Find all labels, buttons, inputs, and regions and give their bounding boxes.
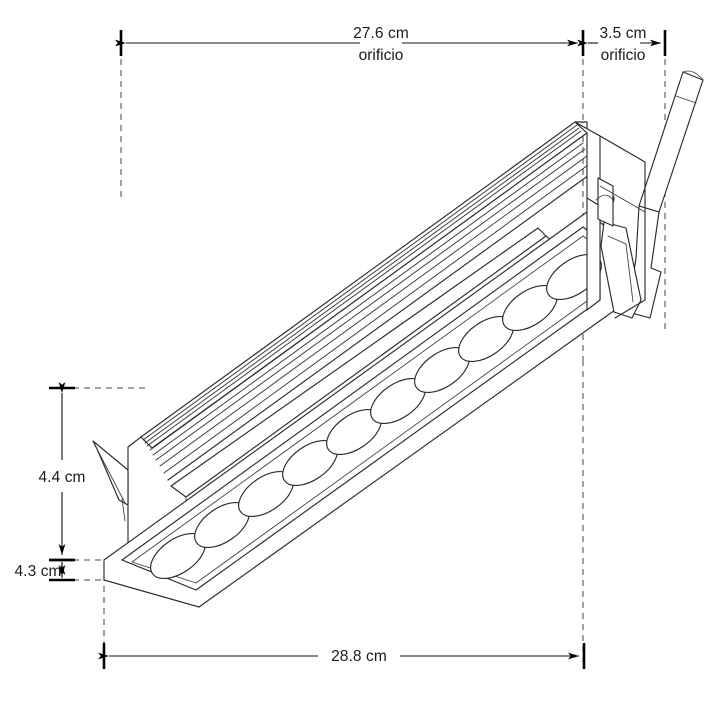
heat-sink-secondary-band bbox=[152, 142, 589, 474]
spring-clip-right-hinge bbox=[595, 194, 614, 201]
spring-clip-right-tab bbox=[597, 177, 614, 227]
trim-front-lip bbox=[103, 579, 200, 608]
end-cap-face bbox=[574, 121, 601, 311]
spring-clip-left bbox=[92, 440, 129, 506]
dim-label-288-value: 28.8 cm bbox=[331, 648, 387, 665]
spring-clip-right-blade bbox=[600, 221, 642, 319]
dim-label-44-value: 4.4 cm bbox=[38, 469, 85, 486]
dimension-left-upper: 4.4 cm bbox=[38, 382, 85, 562]
dimension-bottom-overall: 28.8 cm bbox=[98, 643, 586, 669]
fin-line-5 bbox=[152, 142, 584, 456]
spring-clip-right-assembly bbox=[595, 70, 704, 319]
heat-sink-panel bbox=[140, 121, 588, 451]
fin-line-8 bbox=[163, 164, 589, 474]
spring-clip-right-arm bbox=[638, 71, 704, 213]
spring-clip-right-arm-rib bbox=[675, 95, 697, 104]
fin-line-4 bbox=[149, 134, 585, 451]
spring-clip-right-blade-fold bbox=[607, 235, 634, 303]
fin-line-3 bbox=[146, 130, 582, 447]
mounting-bracket-plate bbox=[599, 135, 646, 319]
mounting-bracket-fold bbox=[599, 185, 646, 213]
led-aperture-row bbox=[150, 253, 602, 580]
dimension-top-main: 27.6 cm orificio bbox=[115, 25, 585, 64]
left-end-assembly bbox=[92, 436, 142, 568]
spring-clip-left-tip bbox=[121, 498, 126, 522]
dimension-left-lower: 4.3 cm bbox=[14, 558, 75, 582]
fin-line-1 bbox=[142, 124, 578, 441]
fin-line-6 bbox=[155, 148, 586, 461]
dim-label-276-value: 27.6 cm bbox=[353, 25, 409, 42]
fin-line-2 bbox=[144, 127, 580, 444]
spring-clip-left-fold bbox=[96, 448, 126, 504]
luminaire-body bbox=[92, 70, 704, 608]
dim-label-276-note: orificio bbox=[359, 47, 404, 64]
spring-clip-right-arm-cap bbox=[682, 70, 704, 81]
dim-label-43-value: 4.3 cm bbox=[14, 563, 61, 580]
left-end-top-edge bbox=[127, 436, 142, 501]
fin-line-7 bbox=[159, 155, 588, 467]
dim-label-35-note: orificio bbox=[601, 47, 646, 64]
dim-label-35-value: 3.5 cm bbox=[599, 25, 646, 42]
dimension-top-secondary: 3.5 cm orificio bbox=[577, 25, 667, 64]
